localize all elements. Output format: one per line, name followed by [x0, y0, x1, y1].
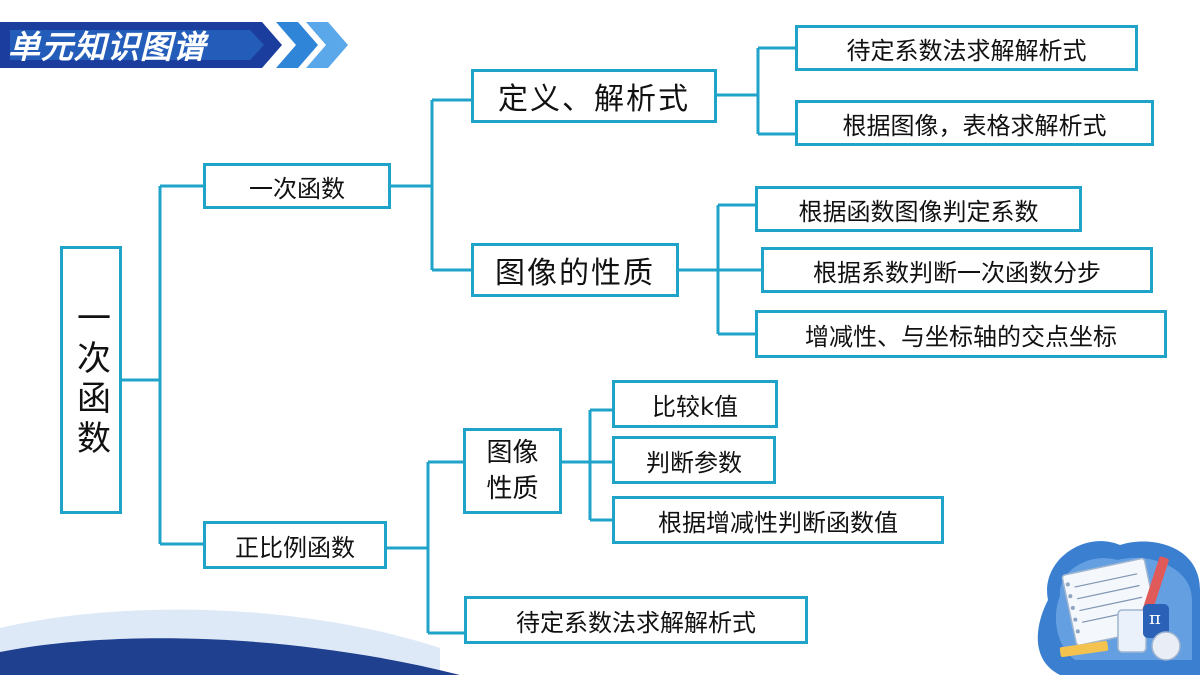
header-title: 单元知识图谱: [8, 29, 207, 65]
leaf-prop-compare-k: 比较k值: [612, 380, 778, 428]
math-notebook-illustration: [1037, 541, 1200, 675]
bottom-wave-dark: [0, 638, 460, 675]
node-graph-properties: 图像的性质: [471, 243, 679, 297]
leaf-prop-judge-parameter: 判断参数: [612, 436, 776, 484]
leaf-prop-monotonicity-value: 根据增减性判断函数值: [612, 496, 944, 544]
leaf-def-undetermined-coefficient: 待定系数法求解解析式: [795, 25, 1138, 71]
node-prop-undetermined-coefficient: 待定系数法求解解析式: [464, 596, 808, 644]
node-definition: 定义、解析式: [471, 69, 717, 123]
pi-symbol: π: [1149, 608, 1161, 629]
node-prop-graph-line2: 性质: [486, 474, 539, 504]
leaf-graph-determine-coefficient: 根据函数图像判定系数: [755, 186, 1082, 232]
node-linear-function: 一次函数: [203, 163, 391, 209]
header-banner: [0, 22, 348, 68]
node-prop-graph-properties: 图像 性质: [463, 428, 562, 514]
leaf-def-graph-table: 根据图像，表格求解析式: [795, 100, 1154, 146]
root-node: 一次函数: [60, 246, 122, 514]
node-proportional-function: 正比例函数: [203, 521, 387, 569]
node-prop-graph-line1: 图像: [486, 438, 539, 468]
leaf-graph-monotonicity-intercepts: 增减性、与坐标轴的交点坐标: [755, 310, 1167, 358]
leaf-graph-judge-function: 根据系数判断一次函数分步: [761, 247, 1153, 293]
